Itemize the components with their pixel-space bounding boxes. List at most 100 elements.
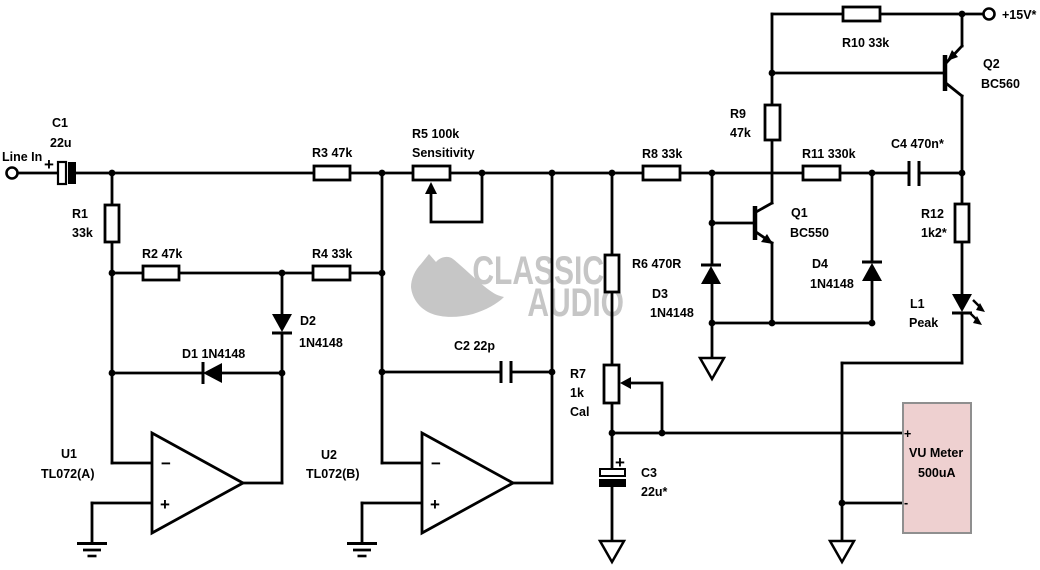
capacitors <box>56 160 921 487</box>
vu-meter-rating: 500uA <box>918 466 956 480</box>
vu-plus-terminal-label: + <box>904 427 911 441</box>
c3-value-label: 22u* <box>641 485 668 499</box>
resistors <box>103 5 971 405</box>
d2-value-label: 1N4148 <box>299 336 343 350</box>
r10-label: R10 33k <box>842 36 889 50</box>
resistor-r1 <box>103 203 121 244</box>
r2-label: R2 47k <box>142 247 182 261</box>
q1-value-label: BC550 <box>790 226 829 240</box>
r8-label: R8 33k <box>642 147 682 161</box>
resistor-r3 <box>312 164 352 182</box>
u1-noninverting-input-sign: + <box>160 495 170 514</box>
label-layer: Line In +15V* C1 22u + R1 33k R2 47k R3 … <box>2 8 1037 499</box>
u1-value-label: TL072(A) <box>41 467 94 481</box>
ground-bar-u1-icon <box>77 542 107 558</box>
capacitor-c3-polarized <box>599 468 626 487</box>
diode-d1-icon <box>201 362 222 384</box>
r7-value-label: 1k <box>570 386 584 400</box>
line-in-label: Line In <box>2 150 42 164</box>
supply-terminal <box>982 7 996 21</box>
r5-ref-label: R5 100k <box>412 127 459 141</box>
resistor-r10 <box>841 5 882 23</box>
r5-name-label: Sensitivity <box>412 146 475 160</box>
c4-label: C4 470n* <box>891 137 944 151</box>
ground-triangle-vu-icon <box>827 539 857 565</box>
r9-ref-label: R9 <box>730 107 746 121</box>
u2-value-label: TL072(B) <box>306 467 359 481</box>
d3-ref-label: D3 <box>652 287 668 301</box>
u1-ref-label: U1 <box>61 447 77 461</box>
r7-wiper-arrow-icon <box>620 377 631 389</box>
q1-ref-label: Q1 <box>791 206 808 220</box>
resistor-r9 <box>763 103 782 142</box>
capacitor-c4 <box>907 161 921 186</box>
c1-ref-label: C1 <box>52 116 68 130</box>
diode-d2-icon <box>272 314 292 335</box>
c1-value-label: 22u <box>50 136 72 150</box>
r6-label: R6 470R <box>632 257 681 271</box>
potentiometer-r7 <box>602 363 621 405</box>
r1-ref-label: R1 <box>72 207 88 221</box>
r5-wiper-arrow-icon <box>425 182 437 194</box>
r1-value-label: 33k <box>72 226 93 240</box>
r12-ref-label: R12 <box>921 207 944 221</box>
resistor-r11 <box>801 164 842 182</box>
c2-label: C2 22p <box>454 339 495 353</box>
d4-ref-label: D4 <box>812 257 828 271</box>
vu-meter-block: + VU Meter 500uA - <box>902 402 972 534</box>
c1-polarity-label: + <box>44 155 54 174</box>
u1-inverting-input-sign: − <box>161 454 171 473</box>
resistor-r6 <box>603 253 621 294</box>
capacitor-c1-polarized <box>56 160 76 186</box>
watermark-logo-bird <box>411 254 504 317</box>
vu-minus-terminal-label: - <box>904 496 908 510</box>
u2-inverting-input-sign: − <box>431 454 441 473</box>
u2-ref-label: U2 <box>321 448 337 462</box>
u2-noninverting-input-sign: + <box>430 495 440 514</box>
diodes <box>201 260 985 384</box>
vu-meter-name: VU Meter <box>909 446 963 460</box>
classic-audio-watermark: CLASSIC AUDIO <box>411 249 624 325</box>
q2-value-label: BC560 <box>981 77 1020 91</box>
transistor-q1-npn <box>752 206 773 244</box>
d3-value-label: 1N4148 <box>650 306 694 320</box>
resistor-r2 <box>141 264 181 282</box>
ground-triangle-d3-icon <box>697 356 727 382</box>
q2-ref-label: Q2 <box>983 57 1000 71</box>
d1-label: D1 1N4148 <box>182 347 245 361</box>
opamp-u1: − + <box>150 430 246 536</box>
r12-value-label: 1k2* <box>921 226 947 240</box>
supply-label: +15V* <box>1002 8 1037 22</box>
l1-ref-label: L1 <box>910 297 925 311</box>
led-l1-icon <box>952 294 985 325</box>
capacitor-c2 <box>499 361 513 383</box>
d2-ref-label: D2 <box>300 314 316 328</box>
line-in-terminal <box>5 166 19 180</box>
ground-bar-u2-icon <box>347 542 377 558</box>
watermark-line1: CLASSIC <box>472 249 604 293</box>
diode-d4-icon <box>862 260 882 281</box>
r9-value-label: 47k <box>730 126 751 140</box>
potentiometer-r5 <box>411 164 452 182</box>
ground-symbols <box>77 356 857 565</box>
r11-label: R11 330k <box>802 147 856 161</box>
r7-name-label: Cal <box>570 405 589 419</box>
junction-dots <box>108 10 966 507</box>
d4-value-label: 1N4148 <box>810 277 854 291</box>
resistor-r12 <box>953 202 971 244</box>
q1-emitter-arrow-icon <box>761 234 773 244</box>
ground-triangle-c3-icon <box>597 539 627 565</box>
r4-label: R4 33k <box>312 247 352 261</box>
q2-emitter-arrow-icon <box>947 50 958 61</box>
opamp-u2: − + <box>420 430 516 536</box>
resistor-r8 <box>641 164 682 182</box>
r7-ref-label: R7 <box>570 367 586 381</box>
resistor-r4 <box>311 264 352 282</box>
r3-label: R3 47k <box>312 146 352 160</box>
c3-polarity-label: + <box>615 453 625 472</box>
diode-d3-icon <box>701 263 721 284</box>
l1-name-label: Peak <box>909 316 938 330</box>
c3-ref-label: C3 <box>641 466 657 480</box>
